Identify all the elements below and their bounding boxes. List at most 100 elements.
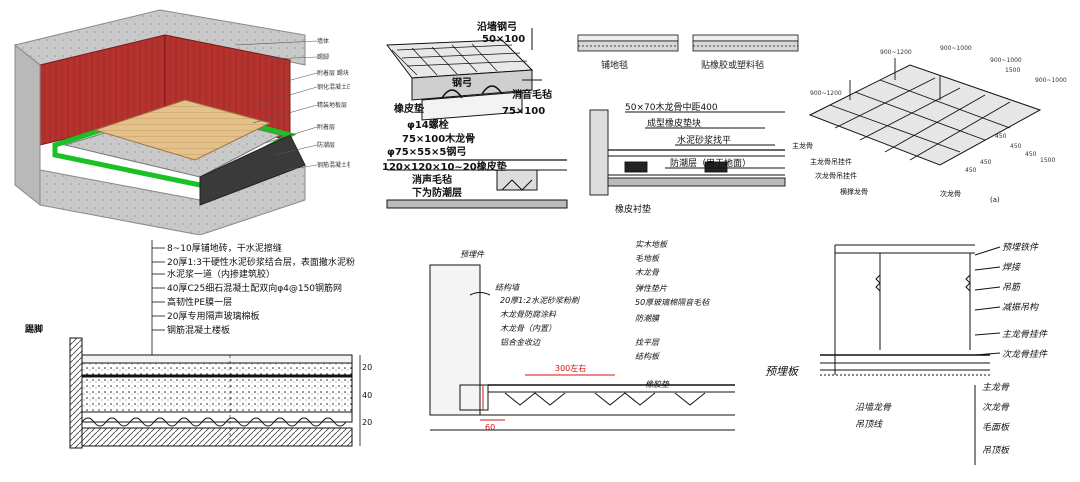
sketch-floor-label: 找平层 bbox=[635, 338, 660, 347]
ceiling-dim: 900~1000 bbox=[940, 45, 972, 52]
wood-b-label: 成型橡皮垫块 bbox=[647, 117, 701, 129]
sketch-floor-label: 防潮膜 bbox=[635, 314, 661, 323]
iso-label: 附着层 bbox=[317, 123, 335, 131]
sketch-floor-label: 木龙骨 bbox=[635, 268, 660, 277]
red-dim-text: 300左右 bbox=[555, 363, 586, 373]
carpet-detail-panel: 铺地毯 贴橡胶或塑料毡 bbox=[573, 30, 803, 85]
iso-label: 精装地板层 bbox=[317, 101, 347, 109]
ceiling-dim: 450 bbox=[965, 167, 977, 174]
wood-a-label: 橡皮垫 bbox=[394, 102, 424, 115]
sketch-floor-label: 实木地板 bbox=[635, 240, 668, 249]
iso-label: 踢脚 bbox=[317, 53, 329, 61]
carpet-left-label: 铺地毯 bbox=[601, 59, 628, 71]
sketch-floor-drawing: 300左右 60 预埋件 结构墙 20厚1:2水泥砂浆粉刷 木龙骨防腐涂料 木龙… bbox=[429, 240, 735, 432]
wood-floor-detail-b: 50×70木龙骨中距400 成型橡皮垫块 水泥砂浆找平 防潮层（用于地面） 橡皮… bbox=[585, 100, 790, 220]
ceiling-dim: 900~1200 bbox=[880, 49, 912, 56]
isometric-floor-drawing: 墙体 踢脚 附着层 踢块 钢化混凝土压痕找平 精装地板层 附着层 防潮层 钢筋混… bbox=[13, 9, 350, 235]
ceiling-dim: 450 bbox=[1025, 151, 1037, 158]
sketch-ceiling-label: 吊顶板 bbox=[982, 445, 1011, 456]
sketch-ceiling-label: 吊筋 bbox=[1002, 282, 1022, 293]
wood-floor-drawing-b: 50×70木龙骨中距400 成型橡皮垫块 水泥砂浆找平 防潮层（用于地面） 橡皮… bbox=[589, 101, 786, 215]
sketch-ceiling-label: 焊接 bbox=[1002, 262, 1021, 273]
sketch-floor-label: 结构墙 bbox=[495, 283, 520, 292]
sketch-floor-panel: 300左右 60 预埋件 结构墙 20厚1:2水泥砂浆粉刷 木龙骨防腐涂料 木龙… bbox=[415, 235, 745, 477]
sketch-ceiling-label: 主龙骨挂件 bbox=[1002, 329, 1048, 340]
sketch-ceiling-label: 毛面板 bbox=[982, 422, 1011, 433]
wood-a-label: 75×100 bbox=[502, 106, 545, 117]
ceiling-dim: 1500 bbox=[1005, 67, 1020, 74]
sketch-floor-label: 木龙骨（内置） bbox=[500, 324, 556, 333]
sketch-ceiling-label: 沿墙龙骨 bbox=[855, 402, 892, 413]
iso-label: 钢化混凝土压痕找平 bbox=[317, 83, 350, 91]
sketch-ceiling-label: 次龙骨 bbox=[982, 402, 1010, 413]
carpet-right-label: 贴橡胶或塑料毡 bbox=[701, 59, 764, 71]
wood-floor-detail-a: 沿墙钢弓 50×100 钢弓 消音毛毡 橡皮垫 75×100 φ14螺栓 75×… bbox=[382, 20, 570, 215]
ceiling-dim: 450 bbox=[995, 133, 1007, 140]
sketch-floor-label: 预埋件 bbox=[460, 250, 485, 259]
wood-a-label: 消音毛毡 bbox=[512, 88, 552, 101]
ceiling-caption: (a) bbox=[990, 196, 1000, 204]
wood-floor bbox=[93, 99, 272, 161]
leader-lines bbox=[234, 40, 318, 171]
sketch-floor-label: 橡胶垫 bbox=[645, 380, 670, 389]
sketch-ceiling-label: 预埋铁件 bbox=[1002, 242, 1039, 253]
ceiling-label: 次龙骨吊挂件 bbox=[815, 171, 857, 180]
sketch-floor-label: 毛地板 bbox=[635, 254, 660, 263]
red-note-text: 60 bbox=[485, 423, 495, 432]
ceiling-label: 横撑龙骨 bbox=[840, 187, 868, 196]
sketch-floor-label: 木龙骨防腐涂料 bbox=[500, 310, 557, 319]
wood-a-label: 钢弓 bbox=[452, 76, 472, 89]
ceiling-grid-panel: 900~1200 900~1200 900~1000 900~1000 1500… bbox=[790, 40, 1075, 210]
sketch-ceiling-drawing: 预埋铁件 焊接 吊筋 减振吊构 主龙骨挂件 次龙骨挂件 主龙骨 次龙骨 毛面板 … bbox=[765, 242, 1048, 465]
sketch-floor-label: 结构板 bbox=[635, 352, 660, 361]
iso-label: 钢筋混凝土楼板 bbox=[317, 161, 350, 169]
carpet-drawing: 铺地毯 贴橡胶或塑料毡 bbox=[577, 34, 799, 71]
sketch-floor-label: 弹性垫片 bbox=[635, 284, 668, 293]
tile-layer-label: 水泥浆一道（内掺建筑胶） bbox=[167, 268, 275, 280]
tile-floor-drawing: 8~10厚铺地砖，干水泥擦缝 20厚1:3干硬性水泥砂浆结合层，表面撒水泥粉 水… bbox=[25, 240, 372, 449]
wood-a-label: 消声毛毡 bbox=[412, 173, 452, 186]
iso-label: 防潮层 bbox=[317, 141, 335, 149]
wood-b-label: 橡皮衬垫 bbox=[615, 203, 651, 215]
skirting-label: 踢脚 bbox=[25, 323, 43, 335]
sketch-ceiling-label: 预埋板 bbox=[765, 365, 800, 378]
sketch-floor-label: 50厚玻璃棉隔音毛毡 bbox=[635, 298, 711, 307]
wood-a-label: 沿墙钢弓 bbox=[477, 20, 517, 33]
tile-layer-label: 8~10厚铺地砖，干水泥擦缝 bbox=[167, 242, 282, 254]
wood-a-label: 120×120×10~20橡皮垫 bbox=[382, 160, 507, 173]
wood-b-label: 水泥砂浆找平 bbox=[677, 134, 731, 146]
front-wall-block bbox=[14, 43, 41, 207]
ceiling-dim: 900~1200 bbox=[810, 90, 842, 97]
wood-a-label: 50×100 bbox=[482, 34, 525, 45]
tile-layer-label: 40厚C25细石混凝土配双向φ4@150钢筋网 bbox=[167, 282, 342, 294]
tile-layer-label: 高韧性PE膜一层 bbox=[167, 296, 232, 308]
ceiling-label: 主龙骨吊挂件 bbox=[810, 157, 852, 166]
sketch-ceiling-label: 吊顶线 bbox=[855, 419, 883, 430]
sketch-ceiling-label: 减振吊构 bbox=[1002, 302, 1039, 313]
tile-layer-label: 20厚1:3干硬性水泥砂浆结合层，表面撒水泥粉 bbox=[167, 256, 355, 268]
sketch-ceiling-label: 次龙骨挂件 bbox=[1002, 349, 1048, 360]
ceiling-label: 次龙骨 bbox=[940, 189, 961, 198]
wood-a-label: φ14螺栓 bbox=[407, 118, 449, 131]
ceiling-grid-drawing: 900~1200 900~1200 900~1000 900~1000 1500… bbox=[792, 45, 1067, 204]
iso-label: 附着层 踢块 bbox=[317, 69, 349, 77]
dark-base bbox=[199, 134, 306, 206]
tile-layer-label: 钢筋混凝土楼板 bbox=[167, 324, 230, 336]
wood-b-label: 50×70木龙骨中距400 bbox=[625, 101, 718, 113]
isometric-floor-panel: 墙体 踢脚 附着层 踢块 钢化混凝土压痕找平 精装地板层 附着层 防潮层 钢筋混… bbox=[5, 5, 350, 235]
ceiling-dim: 450 bbox=[980, 159, 992, 166]
wood-b-label: 防潮层（用于地面） bbox=[670, 157, 751, 169]
tile-dim: 20 bbox=[362, 363, 372, 372]
wood-a-label: 下为防潮层 bbox=[412, 186, 462, 199]
ceiling-dim: 1500 bbox=[1040, 157, 1055, 164]
ceiling-dim: 450 bbox=[1010, 143, 1022, 150]
ceiling-label: 主龙骨 bbox=[792, 141, 813, 150]
ceiling-dim: 900~1000 bbox=[990, 57, 1022, 64]
sketch-ceiling-label: 主龙骨 bbox=[982, 382, 1010, 393]
wood-a-label: 75×100木龙骨 bbox=[402, 132, 475, 145]
tile-layer-label: 20厚专用隔声玻璃棉板 bbox=[167, 310, 259, 322]
sketch-floor-label: 铝合金收边 bbox=[500, 338, 541, 347]
iso-label: 墙体 bbox=[317, 37, 329, 45]
tile-dim: 20 bbox=[362, 418, 372, 427]
wood-a-label: φ75×55×5钢弓 bbox=[387, 145, 466, 158]
